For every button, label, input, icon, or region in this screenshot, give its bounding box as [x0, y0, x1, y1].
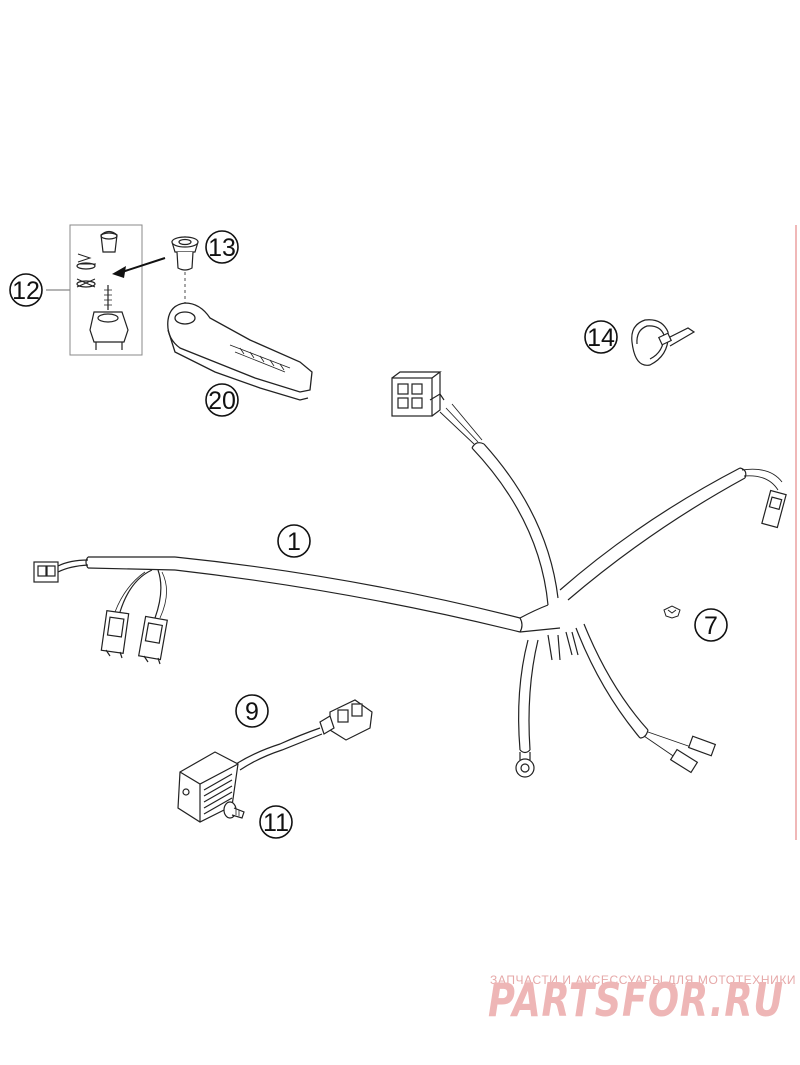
callout-7: 7 — [694, 608, 728, 642]
bracket-part — [167, 302, 313, 401]
callout-9-label: 9 — [245, 698, 259, 726]
callout-1: 1 — [277, 524, 311, 558]
screw-part — [223, 801, 245, 819]
watermark-tagline: ЗАПЧАСТИ И АКСЕССУАРЫ ДЛЯ МОТОТЕХНИКИ — [490, 973, 796, 987]
callout-7-label: 7 — [704, 612, 718, 640]
callout-1-label: 1 — [287, 528, 301, 556]
cable-tie-part — [631, 319, 696, 366]
callout-13: 13 — [205, 230, 239, 264]
callout-12-label: 12 — [12, 277, 40, 305]
callout-20: 20 — [205, 383, 239, 417]
clip-part — [663, 605, 681, 619]
grommet-part — [171, 236, 199, 305]
regulator-part — [177, 699, 373, 823]
callout-20-label: 20 — [208, 387, 236, 415]
assembly-arrow — [112, 257, 166, 278]
watermark-logo: PARTSFOR.RU — [488, 973, 784, 1027]
callout-13-label: 13 — [208, 234, 236, 262]
switch-kit-part — [46, 224, 143, 356]
callout-14-label: 14 — [587, 324, 615, 352]
wiring-harness-part — [33, 371, 787, 778]
callout-9: 9 — [235, 694, 269, 728]
watermark: ЗАПЧАСТИ И АКСЕССУАРЫ ДЛЯ МОТОТЕХНИКИ PA… — [488, 973, 796, 1027]
callout-11: 11 — [259, 805, 293, 839]
callout-12: 12 — [9, 273, 43, 307]
callout-11-label: 11 — [263, 809, 289, 837]
callout-14: 14 — [584, 320, 618, 354]
